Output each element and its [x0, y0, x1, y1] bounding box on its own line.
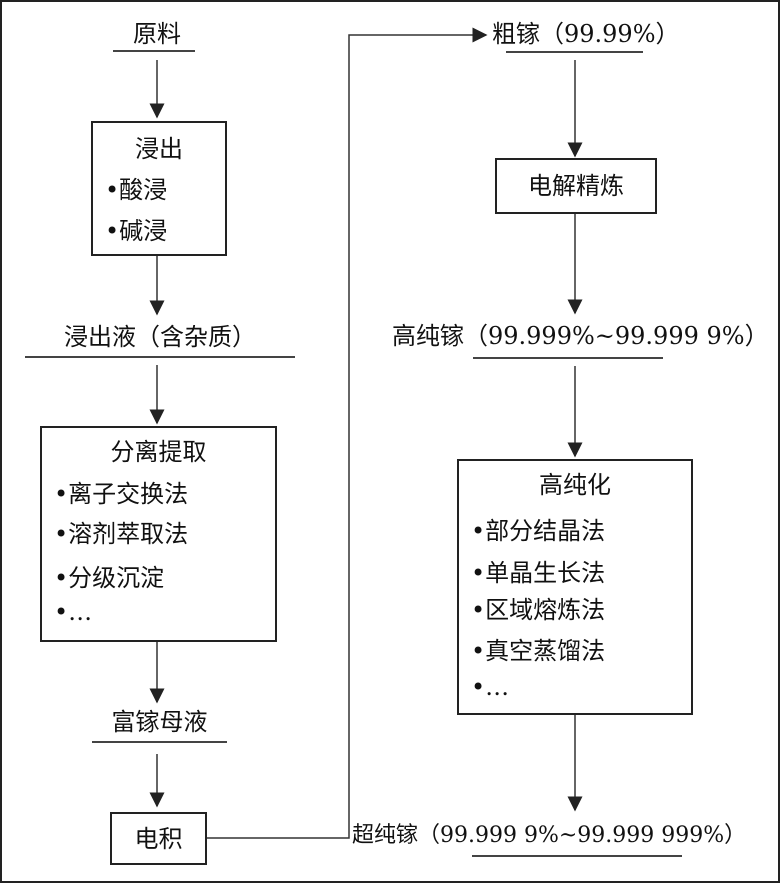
purification-item: •部分结晶法 — [471, 517, 606, 545]
raw-material-label: 原料 — [133, 20, 181, 48]
electrowinning-label: 电积 — [134, 825, 183, 853]
electrorefining-label: 电解精炼 — [528, 172, 624, 200]
high-purity-underline — [473, 357, 663, 359]
leach-box: 浸出 •酸浸 •碱浸 — [91, 121, 227, 256]
purification-title: 高纯化 — [539, 471, 611, 499]
purification-item: •… — [471, 673, 510, 701]
electrowinning-box[interactable]: 电积 — [110, 812, 207, 865]
ultra-pure-gallium-label: 超纯镓（99.999 9%~99.999 999%） — [352, 823, 747, 848]
separation-item: •… — [54, 598, 93, 626]
purification-item: •区域熔炼法 — [471, 596, 606, 624]
electrorefining-box[interactable]: 电解精炼 — [495, 158, 657, 214]
purification-box: 高纯化 •部分结晶法 •单晶生长法 •区域熔炼法 •真空蒸馏法 •… — [457, 459, 693, 715]
crude-gallium-label: 粗镓（99.99%） — [492, 20, 680, 48]
separation-item: •离子交换法 — [54, 480, 189, 508]
raw-material-underline — [113, 50, 195, 52]
separation-box: 分离提取 •离子交换法 •溶剂萃取法 •分级沉淀 •… — [40, 426, 277, 642]
mother-liquor-underline — [92, 741, 227, 743]
separation-item: •溶剂萃取法 — [54, 520, 189, 548]
leach-title: 浸出 — [135, 135, 183, 163]
leach-item: •碱浸 — [105, 217, 168, 245]
separation-item: •分级沉淀 — [54, 564, 165, 592]
purification-item: •单晶生长法 — [471, 559, 606, 587]
leachate-underline — [25, 356, 295, 358]
leach-item: •酸浸 — [105, 176, 168, 204]
separation-title: 分离提取 — [110, 438, 207, 466]
high-purity-gallium-label: 高纯镓（99.999%~99.999 9%） — [392, 322, 769, 350]
ultra-pure-underline — [472, 855, 682, 857]
leachate-label: 浸出液（含杂质） — [64, 323, 256, 351]
crude-gallium-underline — [506, 51, 643, 53]
arrow-electro-to-crude — [205, 27, 488, 839]
purification-item: •真空蒸馏法 — [471, 637, 606, 665]
gallium-mother-liquor-label: 富镓母液 — [111, 708, 208, 736]
